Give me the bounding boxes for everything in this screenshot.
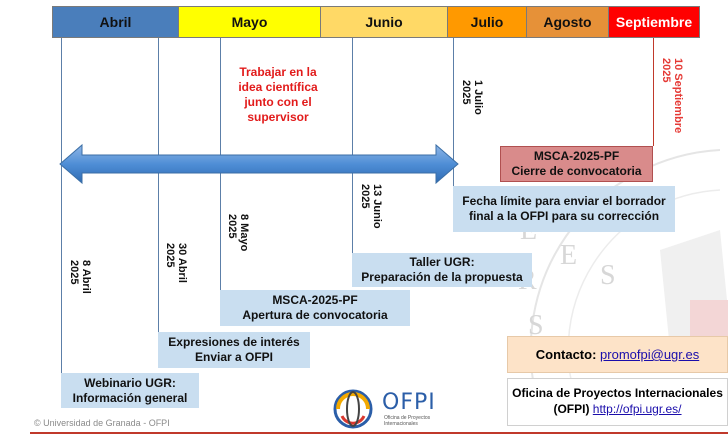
month-agosto: Agosto [526,6,609,38]
office-name: Oficina de Proyectos Internacionales [512,386,723,400]
double-arrow-icon [59,143,459,185]
timeline-line-8-abril [61,38,62,373]
event-webinario: Webinario UGR: Información general [61,373,199,408]
date-label-30-abril: 30 Abril 2025 [164,243,188,283]
ofpi-logo-subtitle: Oficina de Proyectos Internacionales [384,415,431,427]
event-taller: Taller UGR: Preparación de la propuesta [352,253,532,287]
event-expresiones: Expresiones de interés Enviar a OFPI [158,332,310,368]
date-label-13-junio: 13 Junio 2025 [359,184,383,229]
timeline-line-30-abril [158,38,159,333]
month-septiembre: Septiembre [608,6,700,38]
event-apertura: MSCA-2025-PF Apertura de convocatoria [220,290,410,326]
seal-arc-icon [529,149,728,411]
date-label-8-mayo: 8 Mayo 2025 [226,214,250,252]
office-acronym: (OFPI) [553,402,590,416]
timeline-line-13-junio [352,38,353,253]
timeline-line-1-julio [453,38,454,186]
event-cierre: MSCA-2025-PF Cierre de convocatoria [500,146,653,182]
footer-divider [30,432,728,434]
event-borrador: Fecha límite para enviar el borrador fin… [453,186,675,232]
date-label-10-septiembre: 10 Septiembre 2025 [660,58,684,134]
watermark-letter: E [560,240,578,271]
ofpi-logo: OFPI Oficina de Proyectos Internacionale… [330,388,450,430]
month-junio: Junio [320,6,448,38]
footer-copyright: © Universidad de Granada - OFPI [34,418,170,428]
office-box: Oficina de Proyectos Internacionales (OF… [507,378,728,426]
month-mayo: Mayo [178,6,321,38]
contact-email-link[interactable]: promofpi@ugr.es [600,347,700,362]
office-url-link[interactable]: http://ofpi.ugr.es/ [592,402,682,416]
contact-label: Contacto: [535,347,597,362]
month-abril: Abril [52,6,179,38]
date-label-8-abril: 8 Abril 2025 [68,260,92,294]
date-label-1-julio: 1 Julio 2025 [460,80,484,115]
month-julio: Julio [447,6,527,38]
ofpi-logo-text: OFPI [382,390,436,415]
watermark-letter: S [528,310,544,341]
timeline-line-10-septiembre [653,38,654,146]
ofpi-emblem-icon [333,389,373,429]
contact-box: Contacto: promofpi@ugr.es [507,336,728,373]
work-note: Trabajar en la idea científica junto con… [238,65,318,124]
watermark-letter: S [600,260,616,291]
